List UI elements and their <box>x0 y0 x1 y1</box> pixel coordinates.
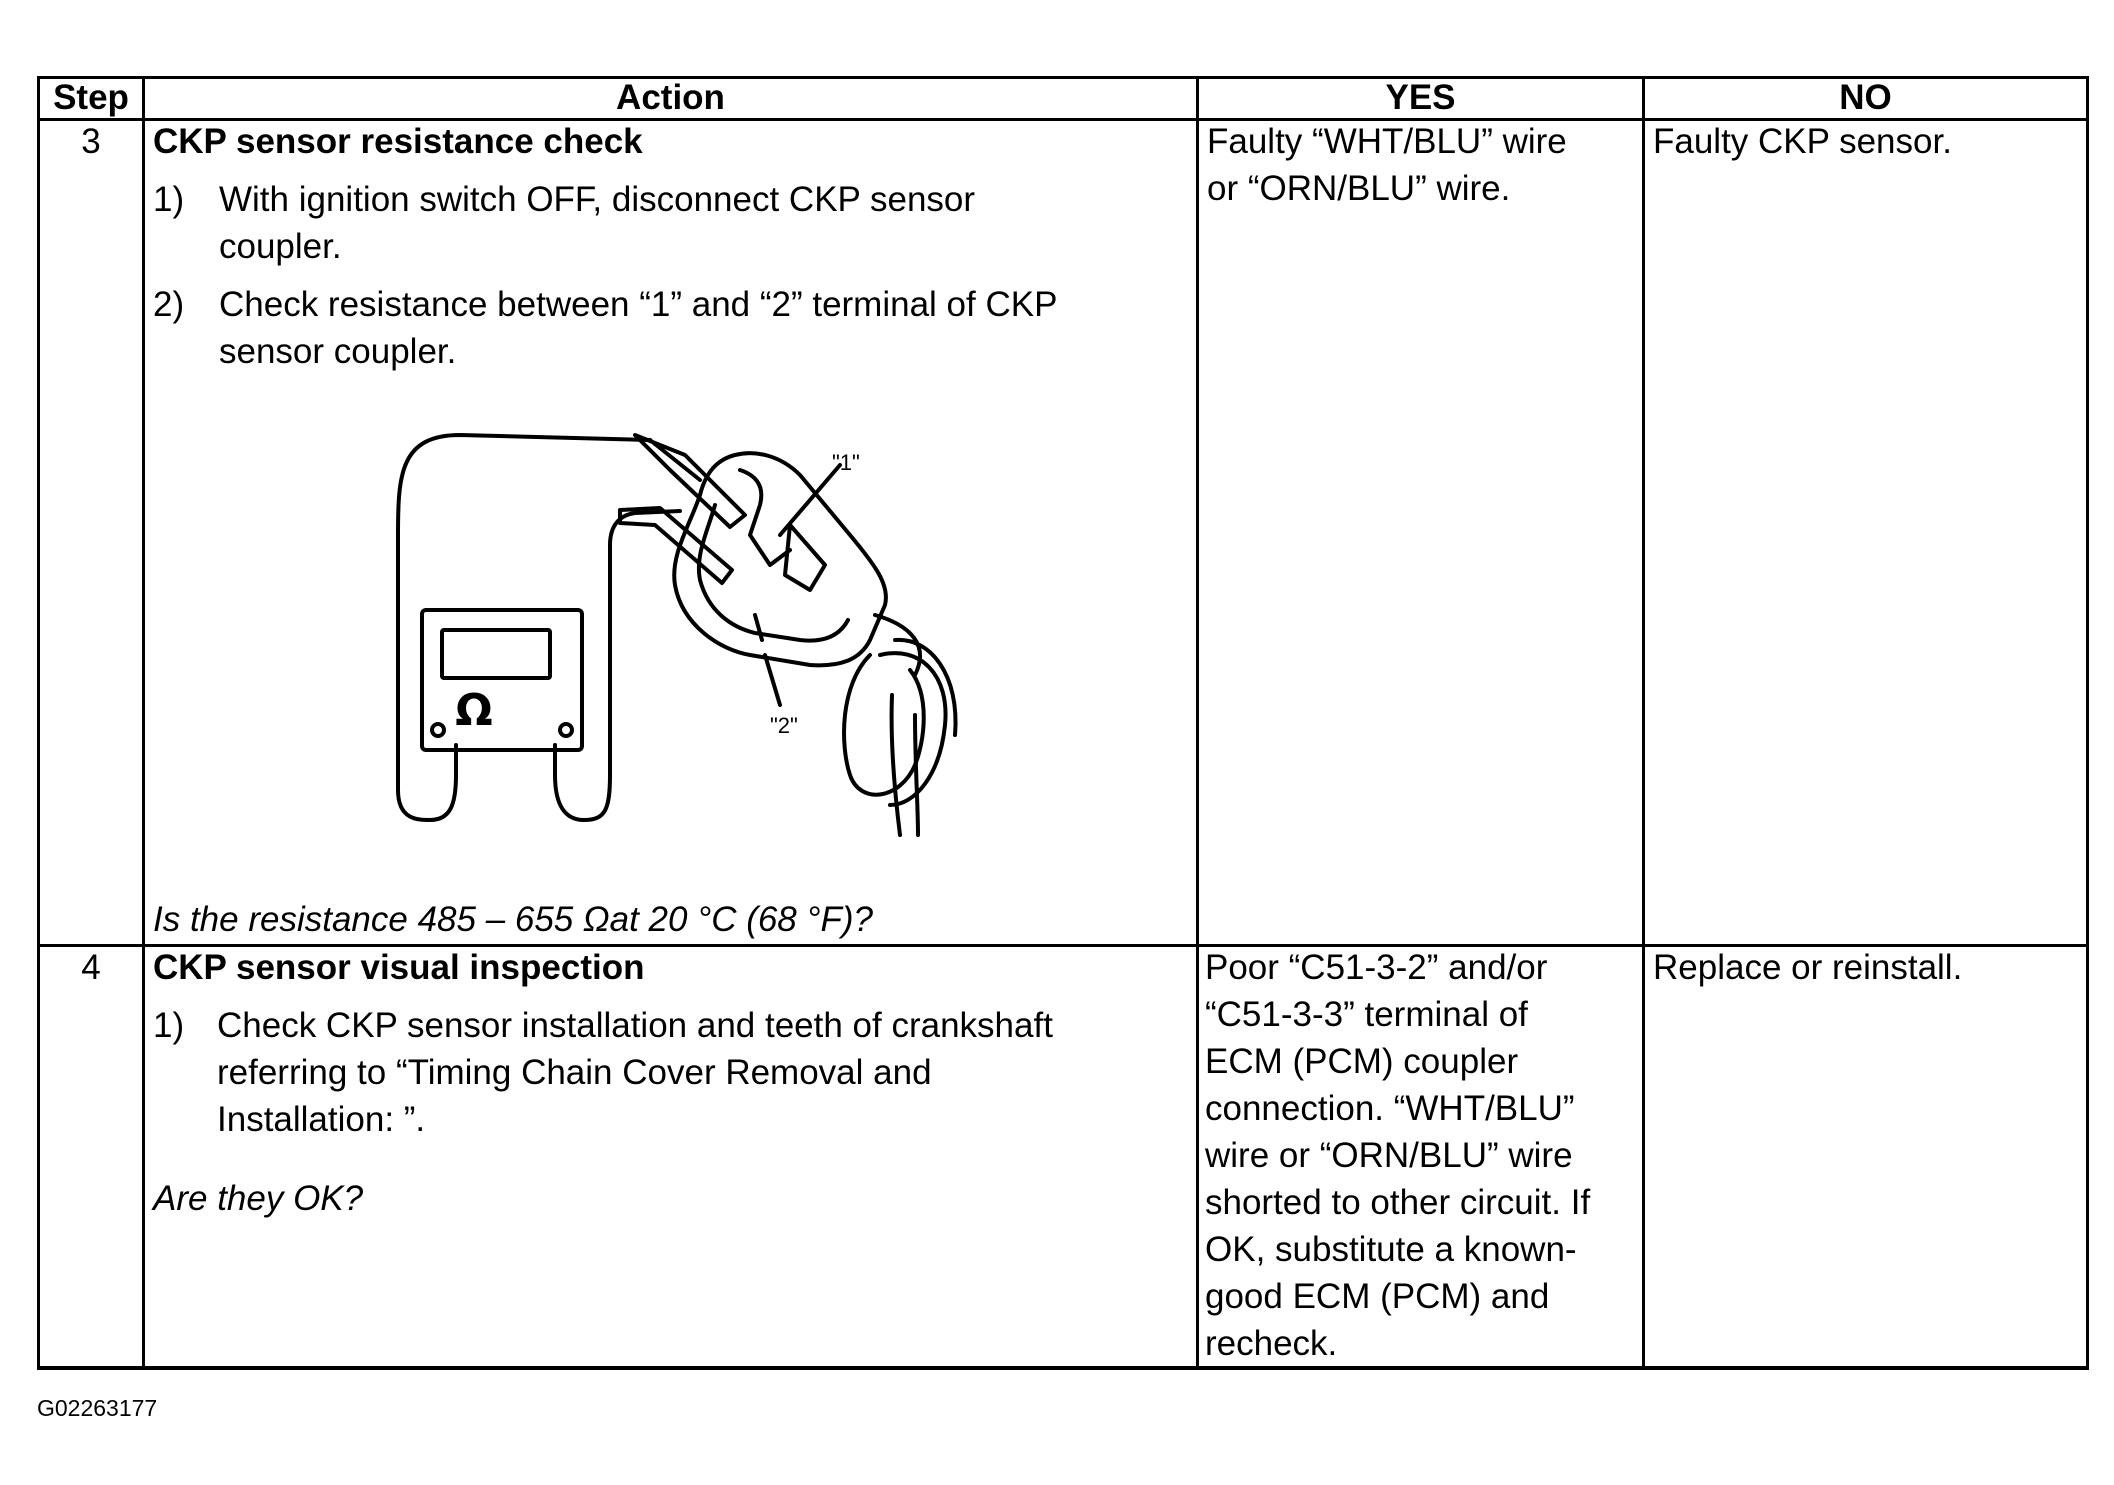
substep-text-line: referring to “Timing Chain Cover Removal… <box>217 1053 932 1092</box>
ohmmeter-display <box>440 628 552 680</box>
header-yes: YES <box>1385 78 1456 117</box>
table-col-divider-2 <box>1196 76 1199 1370</box>
ohmmeter-coupler-illustration: Ω "1" "2" <box>396 433 958 837</box>
step-number: 4 <box>81 948 101 987</box>
yes-result-line: Faulty “WHT/BLU” wire <box>1207 122 1567 161</box>
table-border-left <box>37 76 40 1370</box>
yes-result-line: ECM (PCM) coupler <box>1205 1042 1519 1081</box>
step-number: 3 <box>81 122 101 161</box>
table-col-divider-3 <box>1642 76 1645 1370</box>
no-result-line: Faulty CKP sensor. <box>1653 122 1952 161</box>
substep-text-line: With ignition switch OFF, disconnect CKP… <box>219 180 976 219</box>
ohm-symbol: Ω <box>455 685 492 736</box>
substep-number: 1) <box>153 180 185 219</box>
table-border-bottom <box>37 1366 2089 1370</box>
yes-result-line: recheck. <box>1205 1324 1338 1363</box>
table-border-right <box>2086 76 2089 1370</box>
yes-result-line: connection. “WHT/BLU” <box>1205 1089 1575 1128</box>
yes-result-line: OK, substitute a known- <box>1205 1230 1577 1269</box>
substep-text-line: Installation: ”. <box>217 1100 426 1139</box>
substep-text-line: Check resistance between “1” and “2” ter… <box>219 285 1058 324</box>
substep-text-line: Check CKP sensor installation and teeth … <box>217 1006 1053 1045</box>
substep-text-line: sensor coupler. <box>219 332 457 371</box>
ohmmeter-body <box>420 608 584 752</box>
header-no: NO <box>1839 78 1892 117</box>
action-question: Are they OK? <box>153 1179 364 1218</box>
terminal-2-label: "2" <box>770 713 798 738</box>
action-title: CKP sensor resistance check <box>153 122 643 161</box>
yes-result-line: shorted to other circuit. If <box>1205 1183 1591 1222</box>
table-header-divider <box>37 118 2089 121</box>
substep-number: 2) <box>153 285 185 324</box>
yes-result-line: wire or “ORN/BLU” wire <box>1205 1136 1573 1175</box>
yes-result-line: good ECM (PCM) and <box>1205 1277 1550 1316</box>
substep-number: 1) <box>153 1006 185 1045</box>
header-action: Action <box>616 78 725 117</box>
action-title: CKP sensor visual inspection <box>153 948 645 987</box>
yes-result-line: or “ORN/BLU” wire. <box>1207 169 1511 208</box>
yes-result-line: Poor “C51-3-2” and/or <box>1205 948 1548 987</box>
table-col-divider-1 <box>142 76 145 1370</box>
header-step: Step <box>53 78 129 117</box>
terminal-1-label: "1" <box>832 450 860 475</box>
substep-text-line: coupler. <box>219 227 342 266</box>
yes-result-line: “C51-3-3” terminal of <box>1205 995 1528 1034</box>
table-border-top <box>37 76 2089 79</box>
no-result-line: Replace or reinstall. <box>1653 948 1963 987</box>
image-code: G02263177 <box>37 1395 158 1421</box>
table-row-divider <box>37 944 2089 947</box>
action-question: Is the resistance 485 – 655 Ωat 20 °C (6… <box>153 900 873 939</box>
